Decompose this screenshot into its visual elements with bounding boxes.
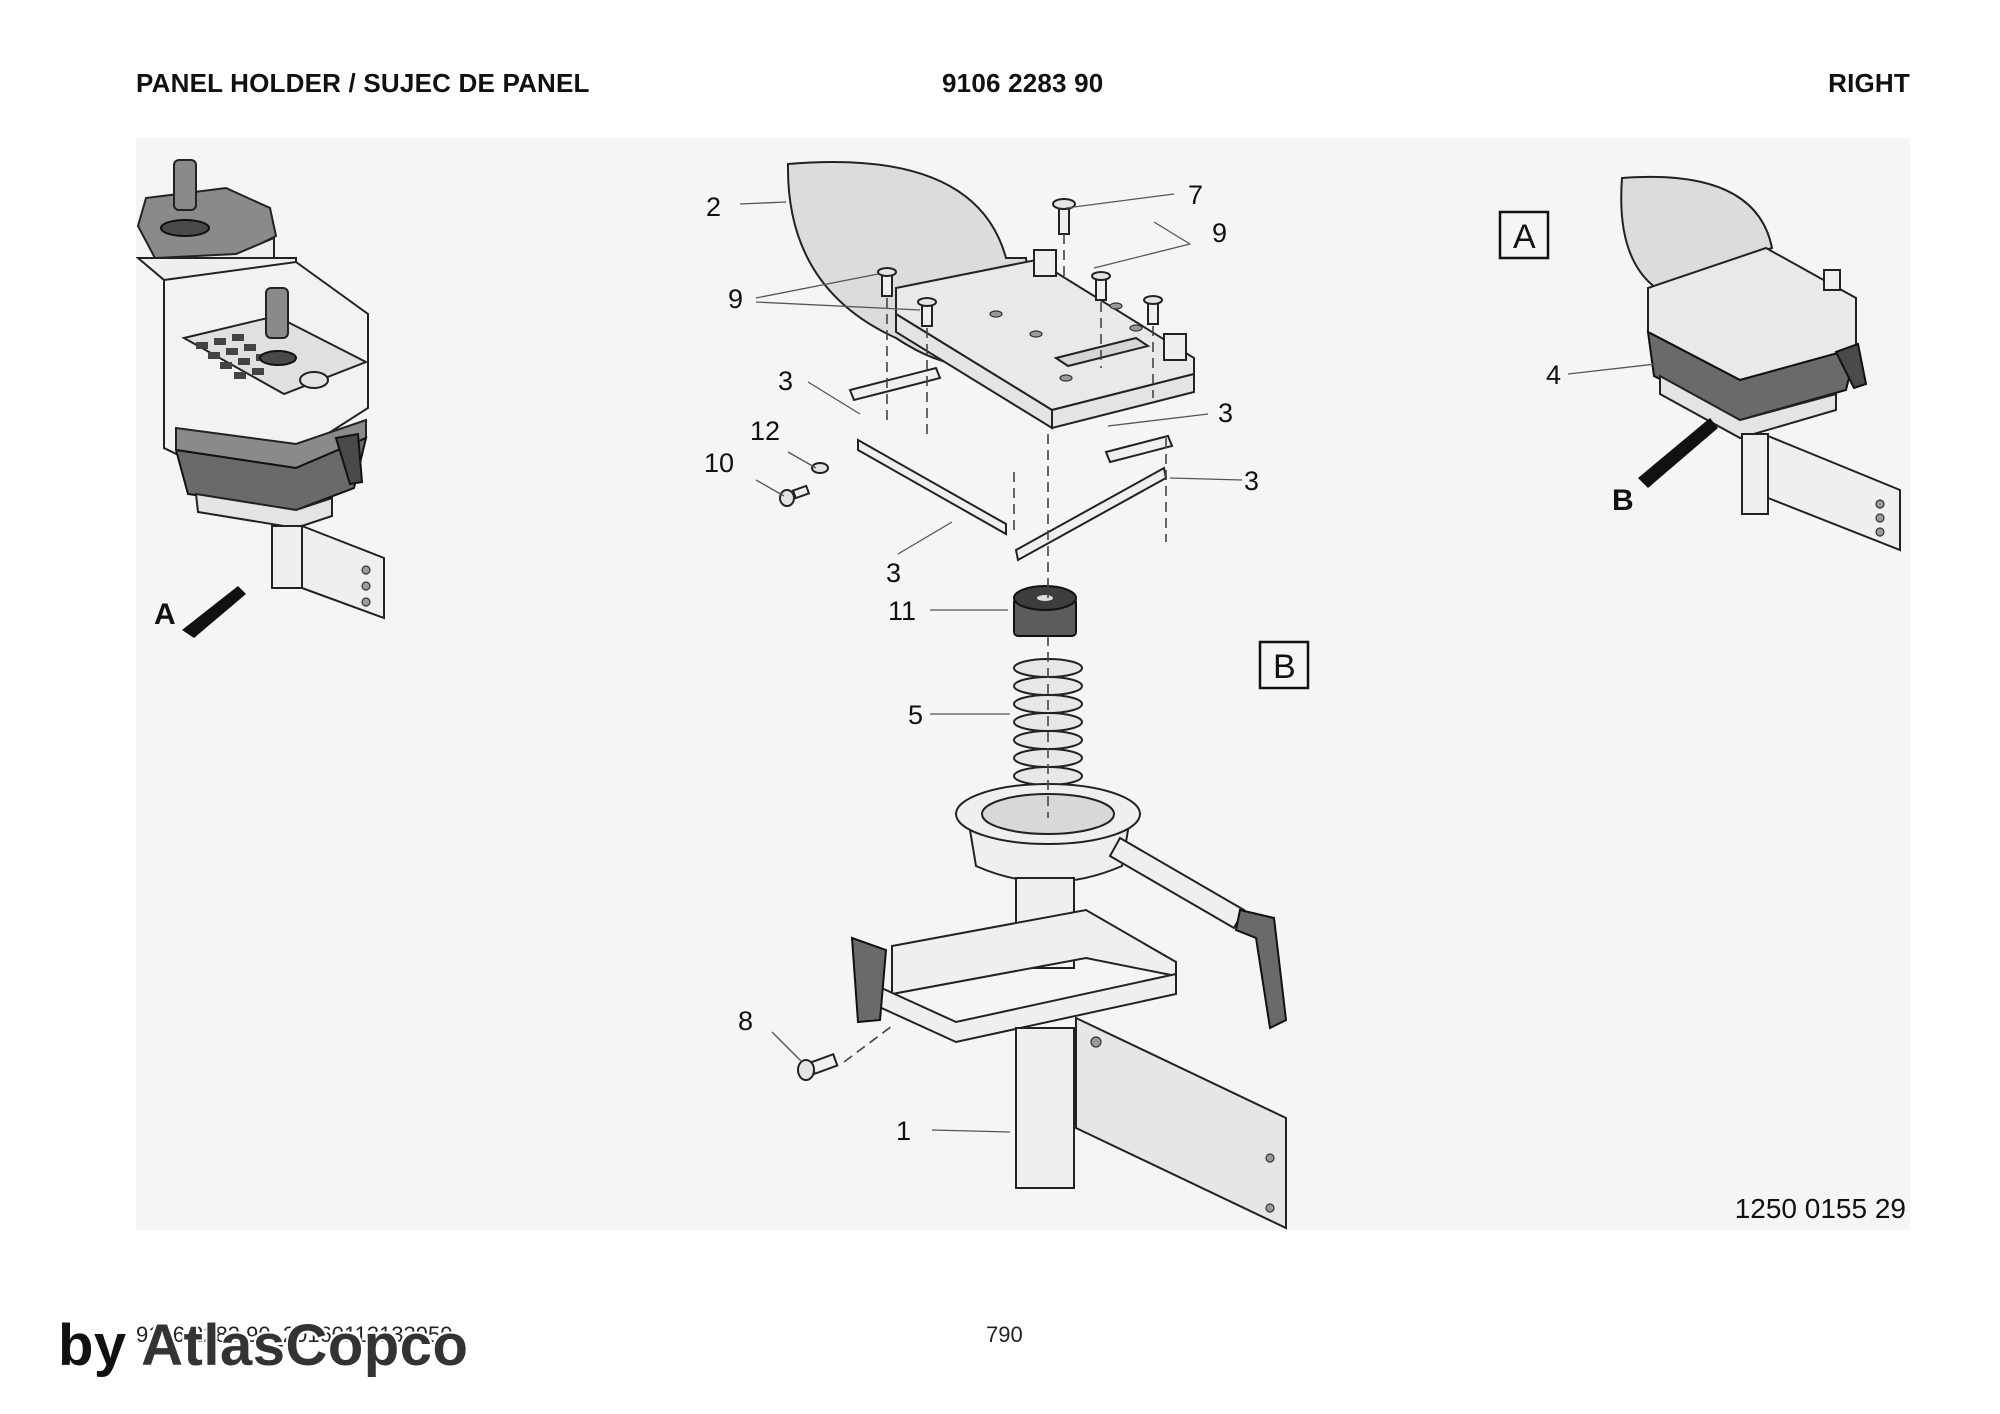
view-label-a: A [154,598,176,631]
callout-10: 10 [704,448,734,478]
callout-3-upper-right: 3 [1218,398,1233,428]
callout-12: 12 [750,416,780,446]
callout-8: 8 [738,1006,753,1036]
callout-leaders [739,193,1657,1133]
watermark-brand: by AtlasCopco [58,1312,468,1379]
view-box-b: B [1258,640,1310,690]
callout-1: 1 [896,1116,911,1146]
svg-text:B: B [1273,648,1296,686]
brand-prefix: by [58,1313,142,1378]
callout-2: 2 [706,192,721,222]
callout-7: 7 [1188,180,1203,210]
side-label: RIGHT [1828,68,1910,98]
brand-name: AtlasCopco [141,1313,469,1378]
page-title: PANEL HOLDER / SUJEC DE PANEL [136,68,590,98]
view-box-a: A [1498,210,1550,260]
page-number: 790 [986,1322,1023,1347]
callout-5: 5 [908,700,923,730]
callout-3-lower-right: 3 [1244,466,1259,496]
callout-4: 4 [1546,360,1561,390]
part-number: 9106 2283 90 [942,68,1104,98]
holder-detail-illustration [1620,175,1901,552]
callout-3-upper-left: 3 [778,366,793,396]
callout-9-left: 9 [728,284,743,314]
callout-9-right: 9 [1212,218,1227,248]
drawing-number: 1250 0155 29 [1735,1193,1906,1224]
svg-text:A: A [1513,218,1536,256]
exploded-view [779,160,1288,1230]
view-label-b: B [1612,484,1634,517]
callout-11: 11 [888,596,916,626]
document-code: 9106 2283 90_20160113133950 [136,1322,453,1347]
exploded-view-drawing: A [136,138,1910,1230]
callout-3-lower-left: 3 [886,558,901,588]
control-panel-illustration [136,159,385,638]
